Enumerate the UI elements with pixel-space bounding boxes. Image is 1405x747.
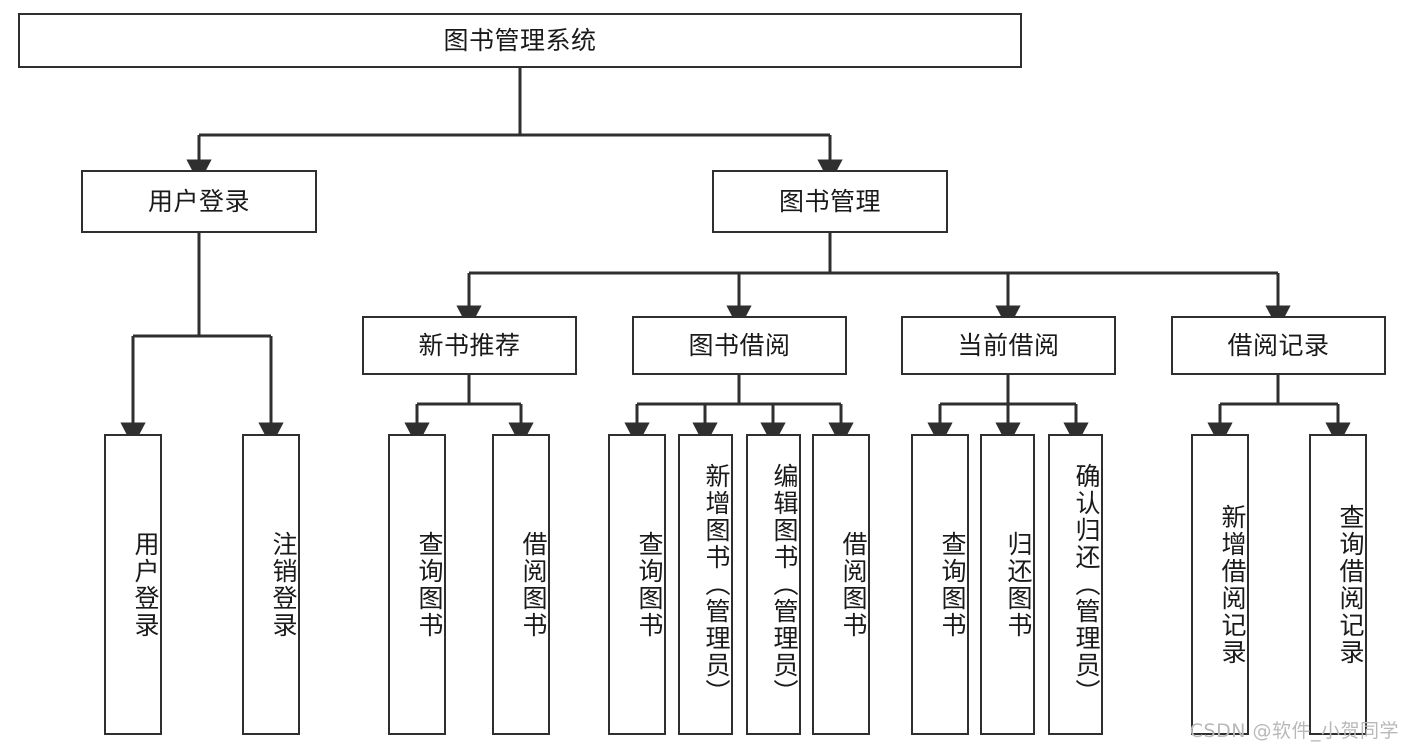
- node-label: 新书推荐: [418, 330, 521, 360]
- node-label: 当前借阅: [957, 330, 1060, 360]
- leaf-borrow-book-2[interactable]: 借阅图书: [812, 434, 870, 735]
- csdn-watermark: CSDN @软件_小贺同学: [1189, 720, 1399, 742]
- leaf-query-book-1[interactable]: 查询图书: [388, 434, 446, 735]
- leaf-add-borrow-record[interactable]: 新增借阅记录: [1191, 434, 1249, 735]
- leaf-user-login[interactable]: 用户登录: [104, 434, 162, 735]
- node-label: 借阅记录: [1227, 330, 1330, 360]
- node-label: 查询借阅记录: [1336, 503, 1365, 666]
- node-book-borrow[interactable]: 图书借阅: [632, 316, 847, 375]
- leaf-edit-book-admin[interactable]: 编辑图书（管理员）: [746, 434, 801, 735]
- node-label: 用户登录: [147, 186, 250, 216]
- leaf-query-borrow-record[interactable]: 查询借阅记录: [1309, 434, 1367, 735]
- leaf-add-book-admin[interactable]: 新增图书（管理员）: [678, 434, 733, 735]
- node-label: 新增图书（管理员）: [702, 463, 731, 706]
- node-label: 归还图书: [1004, 530, 1033, 639]
- node-root-book-management-system[interactable]: 图书管理系统: [18, 13, 1022, 68]
- node-label: 查询图书: [415, 530, 444, 639]
- node-label: 新增借阅记录: [1218, 503, 1247, 666]
- node-label: 查询图书: [635, 530, 664, 639]
- node-new-book-recommendation[interactable]: 新书推荐: [362, 316, 577, 375]
- node-label: 图书管理: [778, 186, 881, 216]
- node-borrow-record[interactable]: 借阅记录: [1171, 316, 1386, 375]
- node-label: 图书借阅: [688, 330, 791, 360]
- node-label: 确认归还（管理员）: [1072, 463, 1101, 706]
- node-label: 查询图书: [938, 530, 967, 639]
- node-label: 借阅图书: [839, 530, 868, 639]
- node-label: 注销登录: [269, 530, 298, 639]
- leaf-return-book[interactable]: 归还图书: [980, 434, 1035, 735]
- leaf-borrow-book-1[interactable]: 借阅图书: [492, 434, 550, 735]
- node-current-borrow[interactable]: 当前借阅: [901, 316, 1116, 375]
- leaf-confirm-return-admin[interactable]: 确认归还（管理员）: [1048, 434, 1103, 735]
- node-label: 编辑图书（管理员）: [770, 463, 799, 706]
- node-label: 图书管理系统: [443, 25, 597, 55]
- node-book-management[interactable]: 图书管理: [712, 170, 948, 233]
- node-label: 借阅图书: [519, 530, 548, 639]
- node-label: 用户登录: [131, 530, 160, 639]
- node-user-login[interactable]: 用户登录: [81, 170, 317, 233]
- leaf-logout[interactable]: 注销登录: [242, 434, 300, 735]
- leaf-query-book-2[interactable]: 查询图书: [608, 434, 666, 735]
- leaf-query-book-3[interactable]: 查询图书: [911, 434, 969, 735]
